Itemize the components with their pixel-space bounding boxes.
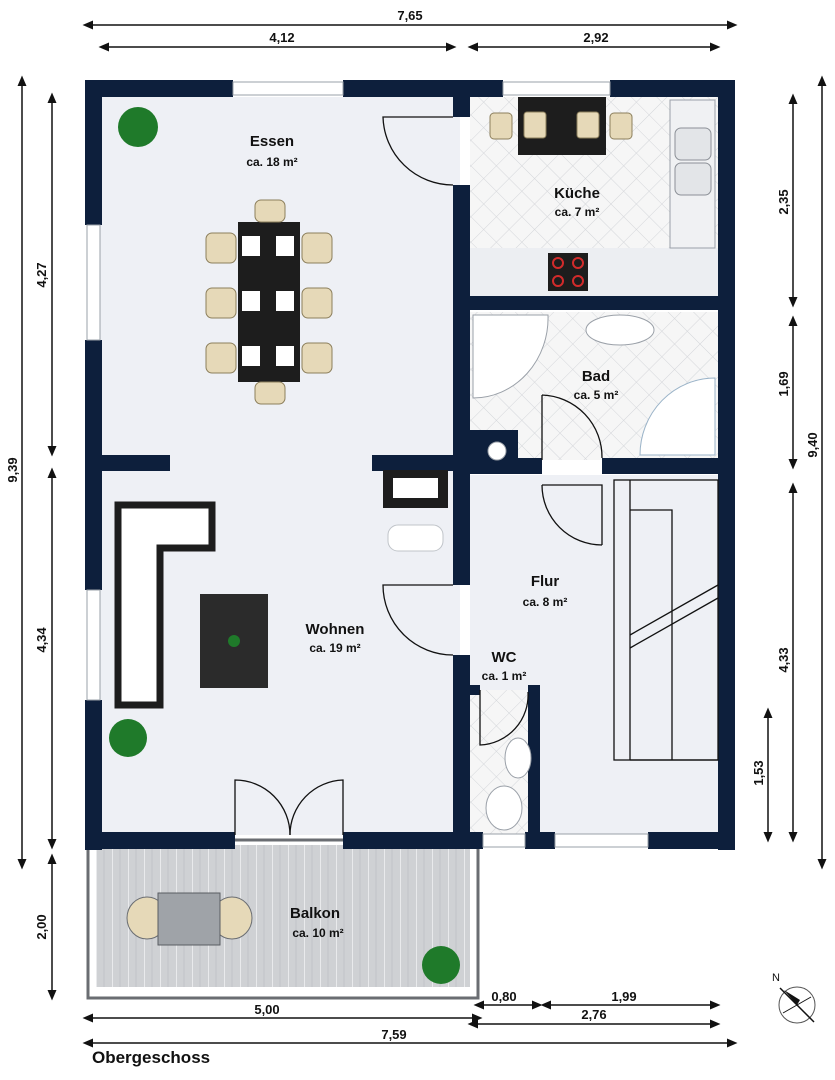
dim-left-total: 9,39 — [5, 457, 20, 482]
windows — [86, 81, 649, 848]
floor-caption: Obergeschoss — [92, 1048, 211, 1067]
balcony-frame — [86, 838, 480, 1000]
room-area-essen: ca. 18 m² — [246, 155, 297, 169]
room-name-wohnen: Wohnen — [306, 621, 365, 638]
balcony-door — [234, 779, 344, 836]
bath-fixtures — [472, 314, 716, 461]
dim-right-small: 1,53 — [751, 760, 766, 785]
room-name-flur: Flur — [531, 573, 559, 590]
dim-bottom-gap: 0,80 — [491, 989, 516, 1004]
dim-right-mid: 1,69 — [776, 371, 791, 396]
dim-right-lower: 4,33 — [776, 647, 791, 672]
dim-right-upper: 2,35 — [776, 189, 791, 214]
dim-left-upper: 4,27 — [34, 262, 49, 287]
dimension-lines — [17, 20, 827, 1048]
compass-north-label: N — [772, 972, 780, 984]
room-area-kueche: ca. 7 m² — [555, 205, 600, 219]
dimension-labels: 7,65 4,12 2,92 9,39 4,27 4,34 2,00 9,40 … — [5, 8, 820, 1042]
dim-top-right: 2,92 — [583, 30, 608, 45]
plants — [109, 107, 460, 984]
dining-table — [205, 199, 333, 405]
staircase — [613, 479, 719, 761]
room-area-balkon: ca. 10 m² — [292, 926, 343, 940]
dim-bottom-mid: 2,76 — [581, 1007, 606, 1022]
dim-bottom-total: 7,59 — [381, 1027, 406, 1042]
dim-top-left: 4,12 — [269, 30, 294, 45]
floor-kitchen-counter — [470, 248, 720, 296]
room-area-wc: ca. 1 m² — [482, 669, 527, 683]
kitchen-fixtures — [489, 97, 716, 291]
doors — [382, 116, 603, 746]
dim-left-lower: 4,34 — [34, 627, 49, 653]
room-labels: Essen ca. 18 m² Küche ca. 7 m² Bad ca. 5… — [246, 133, 618, 940]
dim-left-balcony: 2,00 — [34, 914, 49, 939]
dim-bottom-right: 1,99 — [611, 989, 636, 1004]
dim-top-total: 7,65 — [397, 8, 422, 23]
walls — [85, 80, 735, 850]
room-area-wohnen: ca. 19 m² — [309, 641, 360, 655]
balcony-furniture — [126, 892, 253, 946]
room-name-essen: Essen — [250, 133, 294, 150]
dim-bottom-balcony: 5,00 — [254, 1002, 279, 1017]
wc-fixtures — [485, 737, 532, 831]
room-name-bad: Bad — [582, 368, 610, 385]
room-area-bad: ca. 5 m² — [574, 388, 619, 402]
compass-icon: N — [772, 972, 816, 1024]
room-name-kueche: Küche — [554, 185, 600, 202]
room-name-balkon: Balkon — [290, 905, 340, 922]
room-name-wc: WC — [492, 649, 517, 666]
room-area-flur: ca. 8 m² — [523, 595, 568, 609]
dim-right-total: 9,40 — [805, 432, 820, 457]
